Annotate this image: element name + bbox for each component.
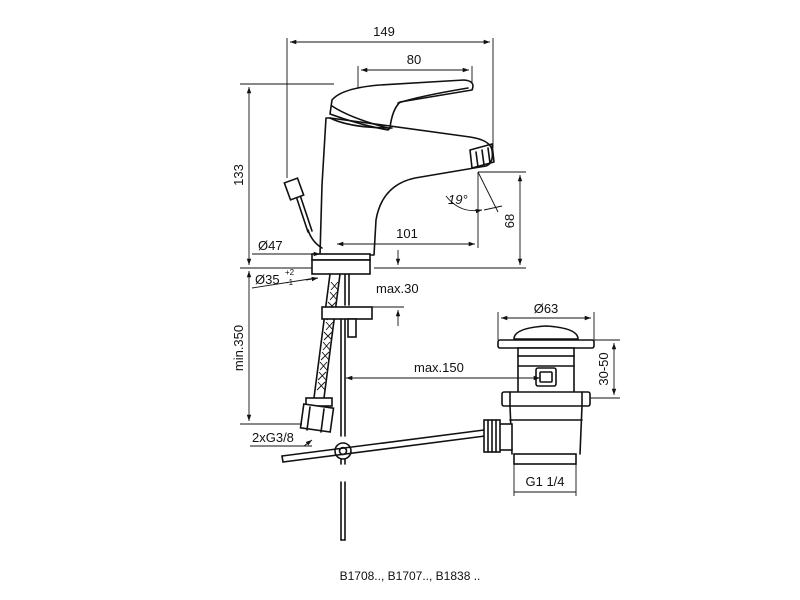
dim-connections: 2xG3/8 — [250, 430, 313, 447]
dim-text-30-50: 30-50 — [596, 352, 611, 385]
dim-text-tol-upper: +2 — [285, 268, 295, 277]
lift-rod — [281, 429, 486, 463]
dim-text-tol-lower: -1 — [286, 278, 294, 287]
dim-text-angle: 19° — [448, 192, 468, 207]
pop-up-rod-top — [283, 177, 323, 249]
dim-text-133: 133 — [231, 164, 246, 186]
dim-rod-reach: max.150 — [346, 360, 540, 381]
dim-text-68: 68 — [502, 214, 517, 228]
pop-up-waste — [483, 325, 595, 465]
dim-text-max150: max.150 — [414, 360, 464, 375]
dim-text-min350: min.350 — [231, 325, 246, 371]
model-caption: B1708.., B1707.., B1838 .. — [340, 569, 481, 583]
dim-overall-width: 149 — [286, 24, 494, 178]
dim-spout-angle: 19° — [445, 171, 503, 214]
dim-height: 133 — [231, 83, 334, 269]
dim-waste-thread: G1 1/4 — [513, 464, 577, 496]
dim-text-d63: Ø63 — [534, 301, 559, 316]
dim-body-diameter: Ø47 — [252, 238, 320, 257]
dim-hole-diameter: Ø35 +2 -1 — [251, 268, 319, 289]
pull-rod — [321, 273, 373, 541]
dim-spout-height: 68 — [374, 171, 526, 269]
faucet-body — [311, 117, 495, 275]
dim-text-2xg3-8: 2xG3/8 — [252, 430, 294, 445]
dim-text-101: 101 — [396, 226, 418, 241]
dim-text-80: 80 — [407, 52, 421, 67]
lever-handle — [329, 79, 474, 131]
dim-spout-reach: 101 — [337, 172, 479, 248]
flex-hose — [299, 273, 341, 433]
dim-text-g1-1-4: G1 1/4 — [525, 474, 564, 489]
dim-lever-width: 80 — [357, 52, 473, 88]
dim-waste-diameter: Ø63 — [497, 301, 595, 340]
dim-text-d47: Ø47 — [258, 238, 283, 253]
dim-hose-length: min.350 — [231, 271, 302, 425]
dim-text-max30: max.30 — [376, 281, 419, 296]
dim-text-149: 149 — [373, 24, 395, 39]
dim-text-d35: Ø35 — [255, 272, 280, 287]
dim-waste-height: 30-50 — [590, 339, 620, 399]
dim-deck-thickness: max.30 — [358, 250, 419, 326]
